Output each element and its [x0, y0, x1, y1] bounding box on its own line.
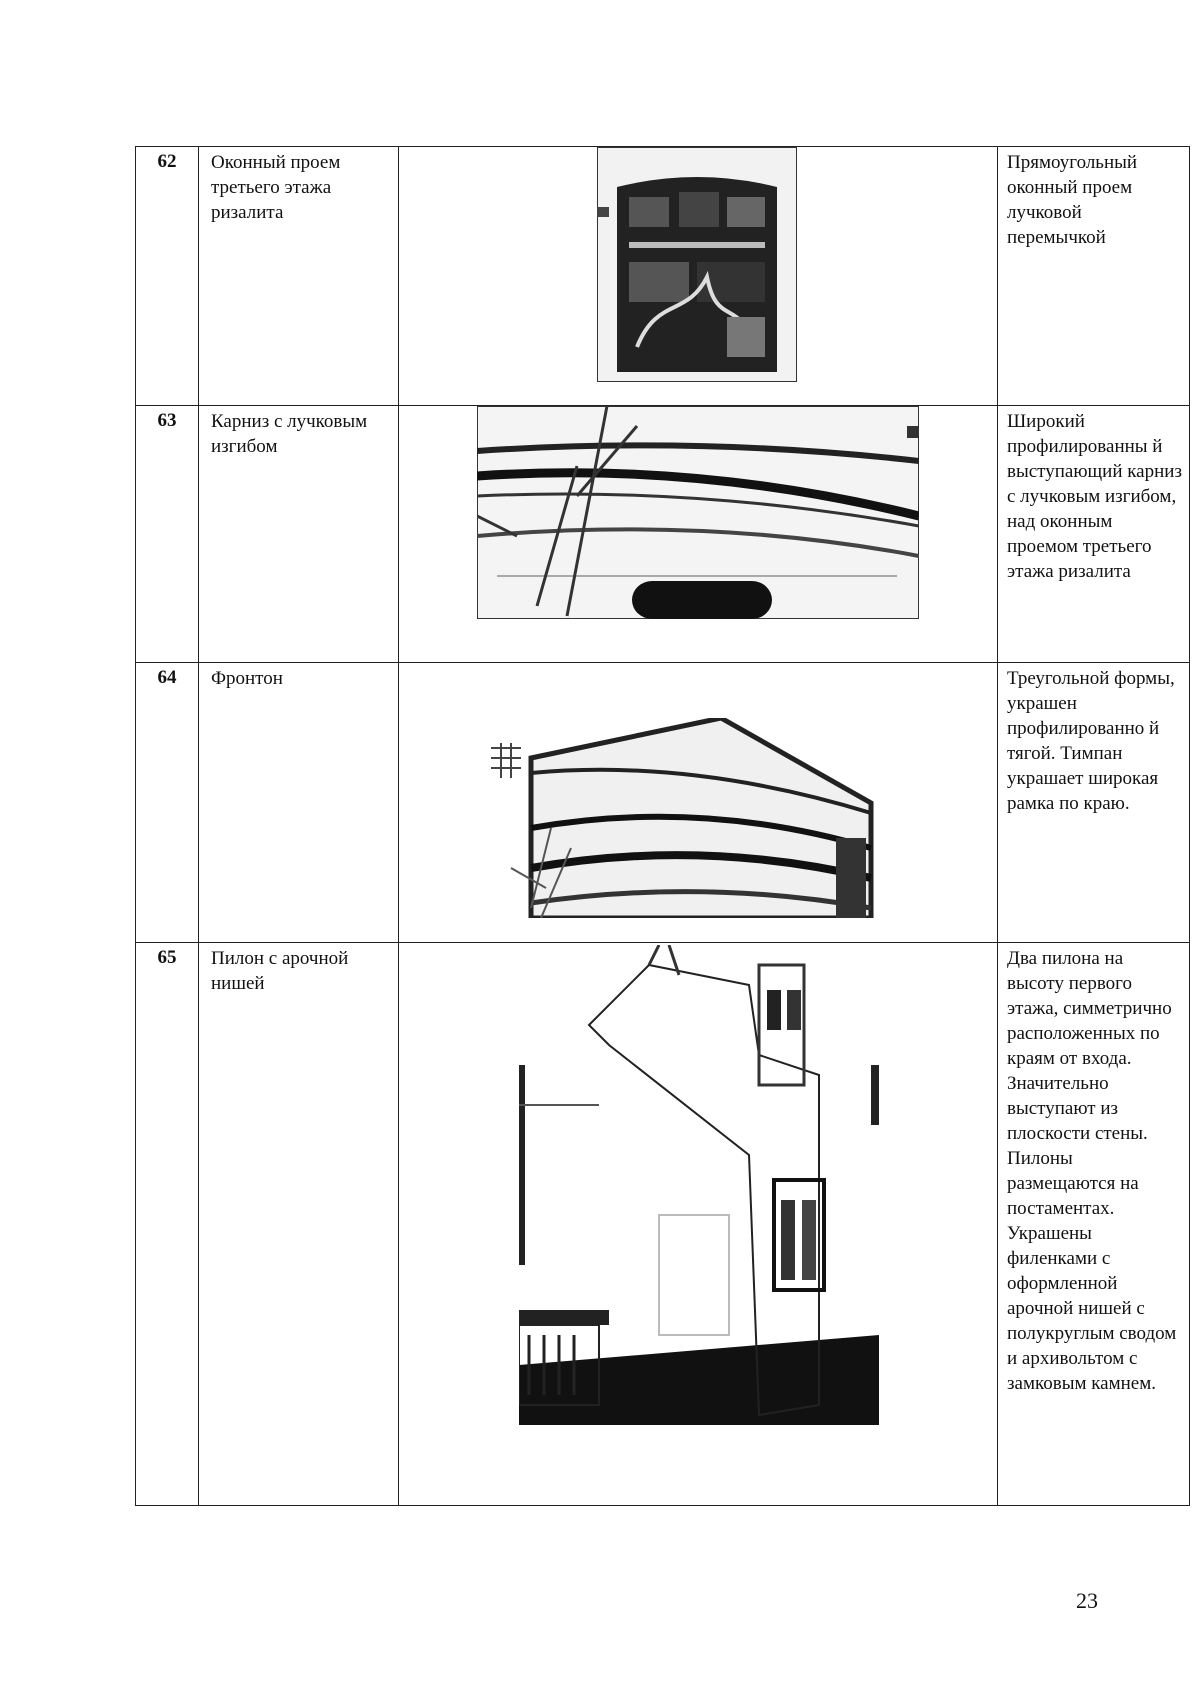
element-name: Оконный проем третьего этажа ризалита [198, 146, 399, 406]
photo-cell [398, 662, 998, 943]
element-name: Карниз с лучковым изгибом [198, 405, 399, 663]
element-description: Треугольной формы, украшен профилированн… [997, 662, 1190, 943]
element-description: Два пилона на высоту первого этажа, симм… [997, 942, 1190, 1506]
photo-cell [398, 942, 998, 1506]
element-description: Широкий профилированны й выступающий кар… [997, 405, 1190, 663]
elements-table: 62 Оконный проем третьего этажа ризалита… [135, 146, 1190, 1506]
photo-cell [398, 405, 998, 663]
element-name: Пилон с арочной нишей [198, 942, 399, 1506]
cornice-photo-icon [477, 406, 919, 619]
row-number: 62 [135, 146, 199, 406]
row-number: 63 [135, 405, 199, 663]
photo-cell [398, 146, 998, 406]
table-row: 65 Пилон с арочной нишей [135, 942, 1190, 1506]
table-row: 62 Оконный проем третьего этажа ризалита… [135, 146, 1190, 406]
row-number: 64 [135, 662, 199, 943]
row-number: 65 [135, 942, 199, 1506]
page-number: 23 [1076, 1588, 1098, 1613]
element-name: Фронтон [198, 662, 399, 943]
table-row: 64 Фронтон Треугольной формы, украшен пр… [135, 662, 1190, 943]
table-row: 63 Карниз с лучковым изгибом Широкий про… [135, 405, 1190, 663]
pylon-photo-icon [519, 945, 879, 1425]
pediment-photo-icon [491, 718, 909, 918]
window-photo-icon [597, 147, 797, 382]
element-description: Прямоугольный оконный проем лучковой пер… [997, 146, 1190, 406]
